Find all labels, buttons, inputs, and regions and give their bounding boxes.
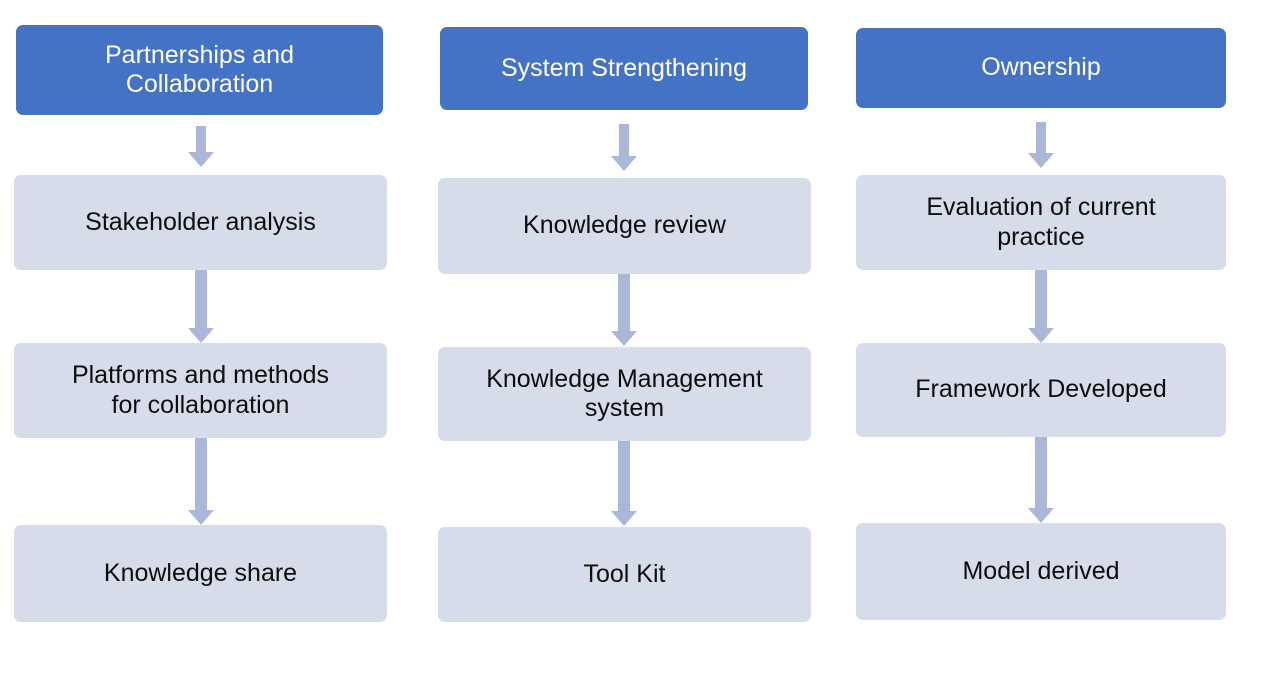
arrow-col1-step2-to-step3 xyxy=(186,438,216,526)
column-3-step-1-node[interactable]: Evaluation of current practice xyxy=(856,175,1226,270)
arrow-col3-step2-to-step3 xyxy=(1026,437,1056,524)
column-2-header-node[interactable]: System Strengthening xyxy=(440,27,808,110)
arrow-col2-step2-to-step3 xyxy=(609,441,639,527)
column-1-step-3-node[interactable]: Knowledge share xyxy=(14,525,387,622)
column-1-step-1-node[interactable]: Stakeholder analysis xyxy=(14,175,387,270)
column-2-step-2-node[interactable]: Knowledge Management system xyxy=(438,347,811,441)
column-3-step-2-node[interactable]: Framework Developed xyxy=(856,343,1226,437)
arrow-col1-step1-to-step2 xyxy=(186,270,216,344)
column-3-step-3-node[interactable]: Model derived xyxy=(856,523,1226,620)
column-3-header-node[interactable]: Ownership xyxy=(856,28,1226,108)
arrow-col3-step1-to-step2 xyxy=(1026,270,1056,344)
column-2-step-1-node[interactable]: Knowledge review xyxy=(438,178,811,274)
arrow-col2-header-to-step1 xyxy=(609,124,639,172)
arrow-col2-step1-to-step2 xyxy=(609,274,639,347)
arrow-col3-header-to-step1 xyxy=(1026,122,1056,169)
arrow-col1-header-to-step1 xyxy=(186,126,216,168)
column-1-step-2-node[interactable]: Platforms and methods for collaboration xyxy=(14,343,387,438)
column-1-header-node[interactable]: Partnerships and Collaboration xyxy=(16,25,383,115)
column-2-step-3-node[interactable]: Tool Kit xyxy=(438,527,811,622)
